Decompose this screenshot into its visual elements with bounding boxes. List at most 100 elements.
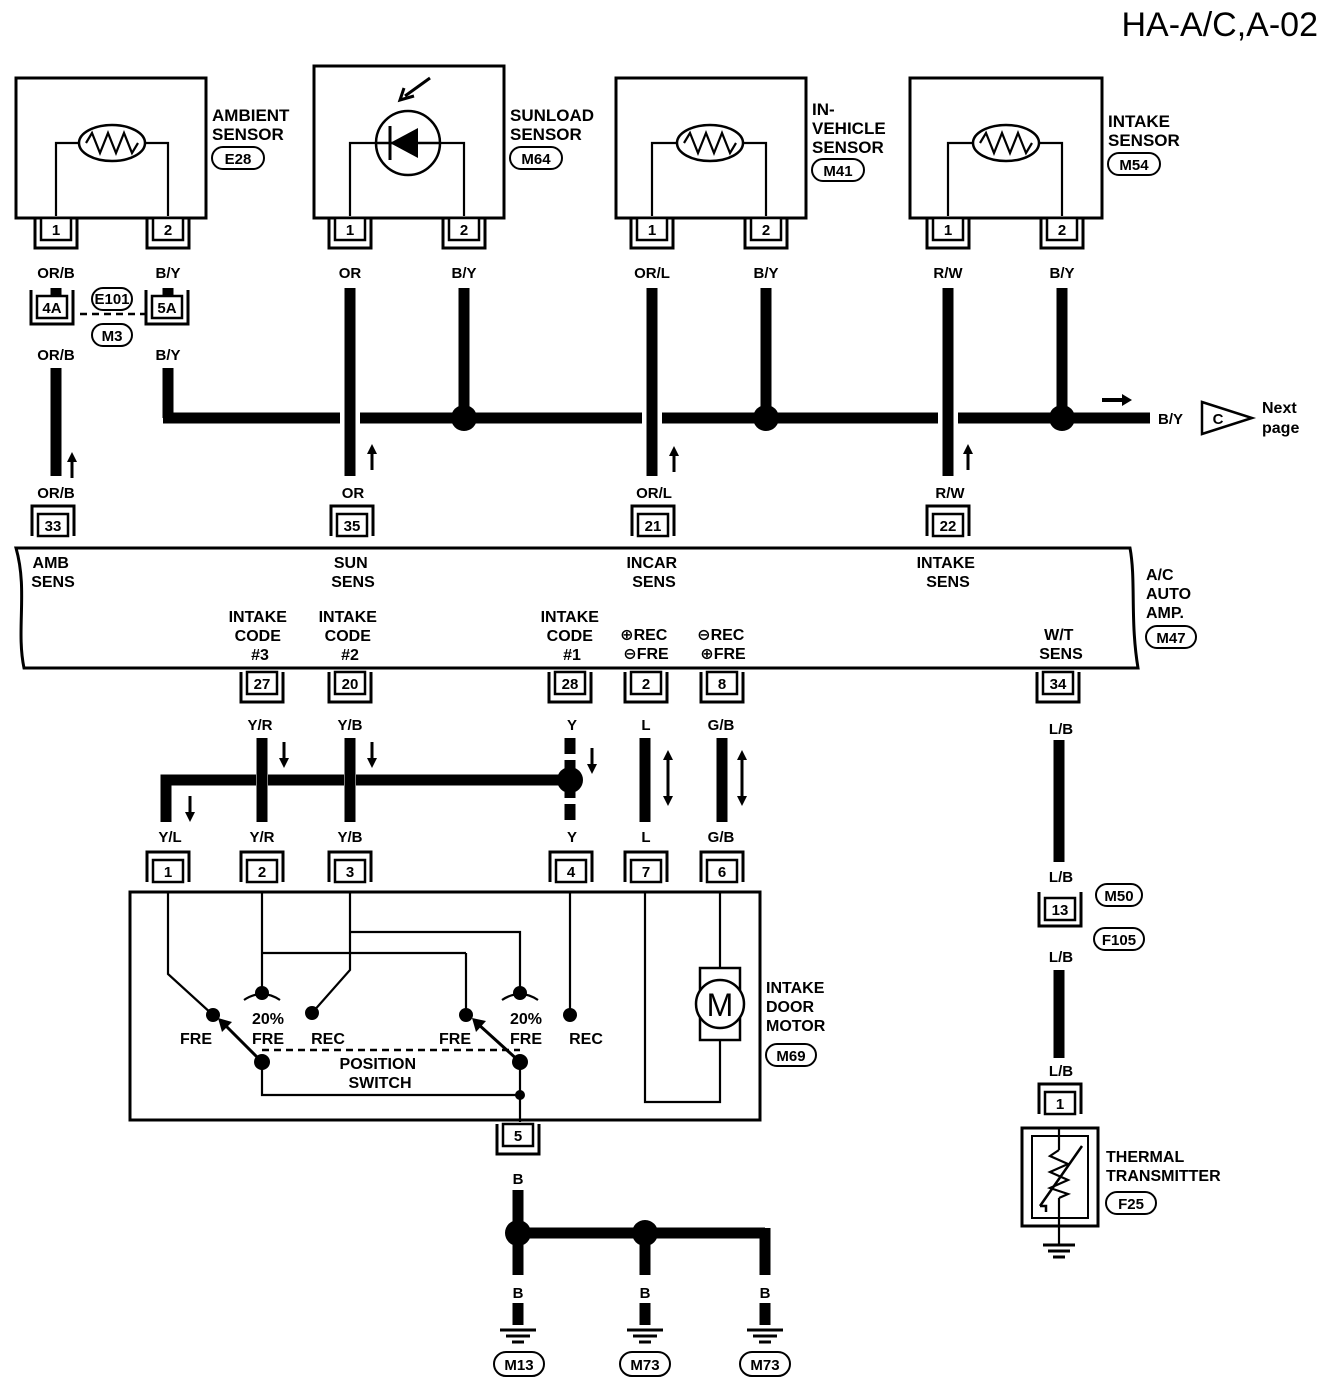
svg-text:B: B [513, 1285, 524, 1302]
wt-junction-connector-ids: M50 F105 [1093, 883, 1145, 951]
connector-pin: 2 [239, 850, 285, 884]
sunload-sensor-label: SUNLOAD SENSOR [510, 106, 599, 144]
pin-number: 27 [254, 676, 271, 693]
svg-text:Y/R: Y/R [247, 717, 272, 734]
svg-text:B/Y: B/Y [1158, 411, 1183, 428]
svg-text:Next page: Next page [1262, 400, 1301, 437]
svg-text:M64: M64 [521, 151, 551, 168]
svg-text:OR: OR [342, 485, 365, 502]
svg-text:L/B: L/B [1049, 721, 1073, 738]
connector-pin: 21 [630, 504, 676, 538]
pin-number: 28 [562, 676, 579, 693]
connector-pin: 22 [925, 504, 971, 538]
intake-sensor-label: INTAKE SENSOR [1108, 112, 1180, 150]
connector-pin: 5A [144, 290, 190, 326]
amp-label-rec-fre-1: ⊕REC ⊖FRE [620, 627, 672, 663]
pin-number: 20 [342, 676, 359, 693]
svg-text:M3: M3 [102, 328, 123, 345]
svg-text:R/W: R/W [935, 485, 965, 502]
svg-text:M69: M69 [776, 1048, 805, 1065]
connector-pin: 2 [1039, 216, 1085, 250]
connector-pin: 1 [327, 216, 373, 250]
thermistor-icon [971, 123, 1041, 163]
connector-id-m54: M54 [1107, 152, 1161, 176]
svg-text:B/Y: B/Y [753, 265, 778, 282]
arrow-down-icon [587, 748, 597, 774]
arrow-down-icon [185, 796, 195, 822]
svg-text:M: M [707, 987, 734, 1023]
signal-arrows [67, 444, 973, 822]
svg-text:FRE: FRE [252, 1031, 284, 1048]
svg-text:OR/B: OR/B [37, 347, 75, 364]
svg-text:R/W: R/W [933, 265, 963, 282]
connector-pin: 35 [329, 504, 375, 538]
svg-text:M47: M47 [1156, 630, 1185, 647]
svg-text:L/B: L/B [1049, 1063, 1073, 1080]
arrow-down-icon [279, 742, 289, 768]
arrow-up-icon [669, 446, 679, 472]
svg-text:B: B [760, 1285, 771, 1302]
pin-number: 7 [642, 864, 650, 881]
connector-pin: 4A [29, 290, 75, 326]
connector-pin: 5 [495, 1122, 541, 1156]
pin-number: 4A [42, 300, 61, 317]
svg-text:OR/B: OR/B [37, 485, 75, 502]
svg-text:REC: REC [569, 1031, 603, 1048]
arrow-updown-icon [737, 750, 747, 806]
connector-pin: 1 [145, 850, 191, 884]
ground-connector-ids: M13 M73 M73 [493, 1351, 791, 1377]
ground-icon [627, 1328, 663, 1344]
next-page-connector: B/Y C Next page [1102, 394, 1301, 437]
connector-pin: 2 [623, 670, 669, 704]
connector-id-f25: F25 [1105, 1191, 1157, 1215]
connector-pin: 1 [33, 216, 79, 250]
svg-text:F25: F25 [1118, 1196, 1144, 1213]
ground-icon [500, 1328, 536, 1344]
arrow-updown-icon [663, 750, 673, 806]
svg-text:REC: REC [311, 1031, 345, 1048]
svg-text:M41: M41 [823, 163, 852, 180]
svg-text:G/B: G/B [708, 829, 735, 846]
pin-number: 35 [344, 518, 361, 535]
svg-text:L: L [641, 717, 650, 734]
intake-sensor [908, 76, 1104, 220]
sunload-sensor [312, 64, 506, 220]
connector-pin: 1 [1037, 1082, 1083, 1116]
pin-number: 22 [940, 518, 957, 535]
motor-icon [694, 978, 746, 1030]
svg-text:B: B [513, 1171, 524, 1188]
wires [50, 288, 1150, 1325]
ground-icon [747, 1328, 783, 1344]
connector-pin: 6 [699, 850, 745, 884]
arrow-up-icon [67, 452, 77, 478]
connector-pin: 28 [547, 670, 593, 704]
svg-text:Y: Y [567, 717, 577, 734]
svg-text:Y/B: Y/B [337, 717, 362, 734]
svg-text:L/B: L/B [1049, 869, 1073, 886]
thermal-transmitter-label: THERMAL TRANSMITTER [1106, 1149, 1221, 1185]
connector-pin: 2 [441, 216, 487, 250]
svg-text:G/B: G/B [708, 717, 735, 734]
connector-pin: 34 [1035, 670, 1081, 704]
ambient-sensor-label: AMBIENT SENSOR [212, 106, 294, 144]
thermistor-icon [675, 123, 745, 163]
splice-dots [451, 405, 1075, 1246]
photodiode-icon [374, 76, 442, 177]
in-vehicle-sensor [614, 76, 808, 220]
ambient-sensor [14, 76, 208, 220]
amp-label-incar-sens: INCAR SENS [626, 555, 681, 591]
svg-text:FRE: FRE [439, 1031, 471, 1048]
svg-text:20%: 20% [252, 1011, 284, 1028]
svg-text:Y/L: Y/L [158, 829, 181, 846]
pin-number: 1 [1056, 1096, 1064, 1113]
arrow-up-icon [367, 444, 377, 470]
pin-number: 1 [944, 222, 952, 239]
svg-text:L: L [641, 829, 650, 846]
pin-number: 5A [157, 300, 176, 317]
svg-text:Y: Y [567, 829, 577, 846]
pin-number: 1 [164, 864, 172, 881]
svg-text:M73: M73 [750, 1357, 779, 1374]
joint-connector: E101 M3 [80, 287, 148, 347]
svg-text:OR/L: OR/L [636, 485, 672, 502]
pin-number: 1 [52, 222, 60, 239]
